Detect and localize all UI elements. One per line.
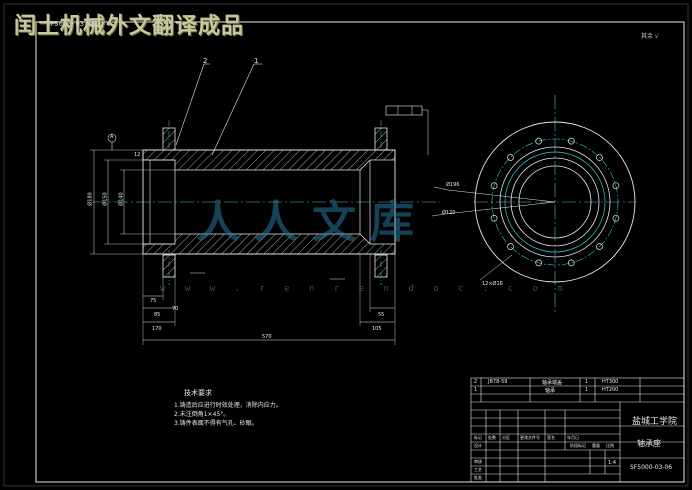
tb-header-label: 处数 [488, 435, 496, 440]
tb-school: 盐城工学院 [632, 417, 678, 427]
tb-header-label: 更改文件号 [520, 435, 540, 440]
dim-85: 85 [154, 312, 161, 318]
tb-scale: 1:4 [608, 460, 617, 466]
bolt-hole [535, 137, 543, 145]
parts-row-name: 轴承端盖 [542, 380, 563, 386]
tb-stage-label: 比例 [606, 443, 614, 448]
surface-finish-note: 其余 √ [641, 33, 659, 40]
dim-holes: 12×Ø16 [482, 281, 503, 287]
dim-570: 570 [262, 334, 272, 340]
tb-header-label: 标记 [474, 435, 482, 440]
bolt-hole [490, 182, 498, 190]
tb-header-label: 年月日 [567, 435, 579, 440]
datum-label: A [110, 134, 114, 140]
inner-border [35, 21, 685, 483]
dim-55: 55 [378, 312, 385, 318]
bolt-holes [490, 137, 620, 267]
tb-part-name: 轴承座 [637, 439, 661, 448]
side-view [431, 95, 636, 312]
tolerance-frame [385, 105, 423, 116]
brand-url: w w w . r e n r e n d o c . c o m [160, 284, 570, 294]
bolt-hole [535, 259, 543, 267]
parts-row-material: HT300 [602, 379, 619, 385]
dim-75: 75 [150, 298, 157, 304]
bolt-hole [567, 137, 575, 145]
title-block [470, 377, 685, 483]
dim-105: 105 [372, 326, 382, 332]
tech-requirement-item: 2.未注倒角1×45°。 [174, 411, 230, 418]
tb-row-label: 审核 [474, 459, 482, 464]
parts-row-name: 轴承 [545, 388, 556, 394]
part-label-1: 1 [254, 57, 259, 65]
parts-row-qty: 1 [585, 387, 589, 393]
dim-chamfer: 12 [134, 152, 141, 158]
bolt-hole [596, 243, 603, 250]
parts-row-code: JB78-59 [488, 379, 508, 385]
bolt-hole [507, 243, 514, 250]
tb-row-label: 工艺 [474, 467, 482, 472]
technical-requirements: 技术要求 1.铸造后应进行时效处理，消除内应力。 2.未注倒角1×45°。 3.… [174, 389, 282, 428]
parts-row-qty: 1 [585, 379, 589, 385]
parts-row-no: 1 [474, 387, 478, 393]
bolt-hole [490, 214, 498, 222]
dim-d140: Ø140 [118, 192, 125, 206]
watermark-title: 闰土机械外文翻译成品 [14, 14, 245, 39]
bolt-hole [612, 182, 620, 190]
parts-row-material: HT200 [602, 387, 619, 393]
drawing-number-top: SF5000-03-06 [46, 20, 97, 28]
tech-requirements-title: 技术要求 [184, 389, 212, 397]
tb-stage-label: 阶段标记 [570, 443, 586, 448]
tech-requirement-item: 1.铸造后应进行时效处理，消除内应力。 [174, 402, 282, 409]
bolt-hole [612, 214, 620, 222]
outer-border [3, 3, 689, 487]
dim-d196: Ø196 [446, 182, 460, 188]
tb-stage-label: 重量 [592, 443, 600, 448]
bolt-hole [507, 154, 514, 161]
dim-d120: Ø120 [442, 210, 456, 216]
front-section-view [90, 63, 440, 345]
dim-d180: Ø180 [87, 192, 94, 206]
tb-header-label: 分区 [502, 435, 510, 440]
bolt-hole [596, 154, 603, 161]
tb-header-label: 签名 [547, 435, 555, 440]
tb-row-label: 设计 [474, 443, 482, 448]
tb-row-label: 批准 [474, 475, 482, 480]
bolt-hole [567, 259, 575, 267]
dim-170: 170 [152, 326, 162, 332]
parts-row-no: 2 [474, 379, 478, 385]
tech-requirement-item: 3.铸件表面不得有气孔、砂眼。 [174, 420, 258, 427]
dim-70: 70 [172, 306, 179, 312]
tb-drawing-number: SF5000-03-06 [630, 464, 673, 471]
dim-d150: Ø150 [102, 192, 109, 206]
part-label-2: 2 [203, 57, 208, 65]
